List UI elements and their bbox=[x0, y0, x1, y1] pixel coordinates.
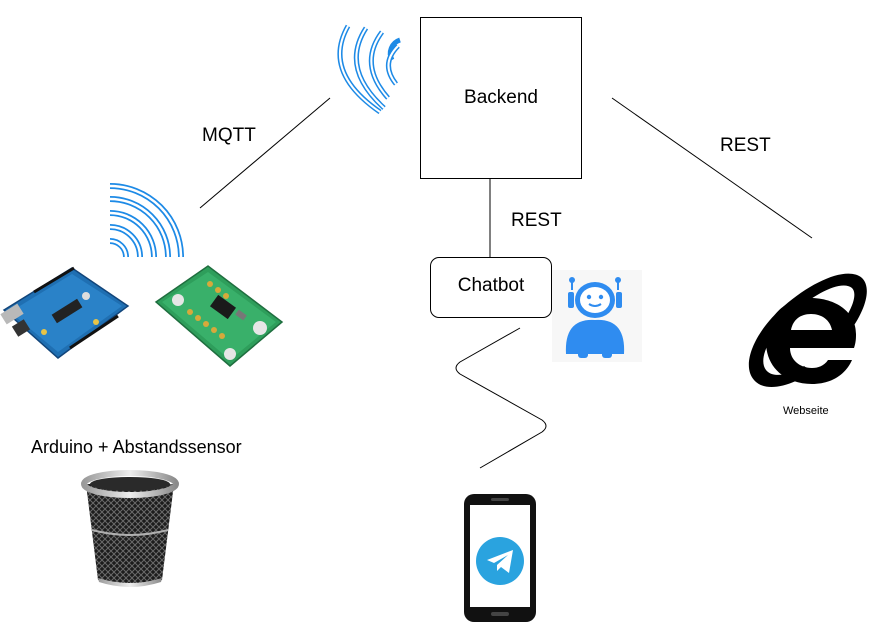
distance-sensor-icon bbox=[154, 265, 284, 367]
wifi-icon bbox=[109, 183, 184, 258]
mqtt-label: MQTT bbox=[202, 125, 256, 146]
website-label: Webseite bbox=[783, 405, 829, 417]
smartphone-telegram-icon bbox=[464, 494, 536, 622]
rest-website-connector bbox=[611, 97, 813, 239]
trash-bin-icon bbox=[81, 470, 179, 587]
chatbot-phone-zigzag bbox=[455, 327, 547, 469]
backend-node[interactable]: Backend bbox=[420, 17, 582, 179]
mqtt-connector bbox=[199, 97, 331, 209]
wifi-icon bbox=[337, 24, 402, 114]
backend-label: Backend bbox=[464, 87, 538, 108]
arduino-board-icon bbox=[0, 266, 130, 359]
robot-icon bbox=[552, 270, 642, 362]
chatbot-label: Chatbot bbox=[457, 274, 525, 296]
chatbot-node[interactable]: Chatbot bbox=[430, 257, 552, 318]
rest-chatbot-label: REST bbox=[511, 210, 562, 231]
arduino-label: Arduino + Abstandssensor bbox=[31, 437, 242, 457]
internet-explorer-icon bbox=[748, 273, 867, 387]
rest-website-label: REST bbox=[720, 135, 771, 156]
